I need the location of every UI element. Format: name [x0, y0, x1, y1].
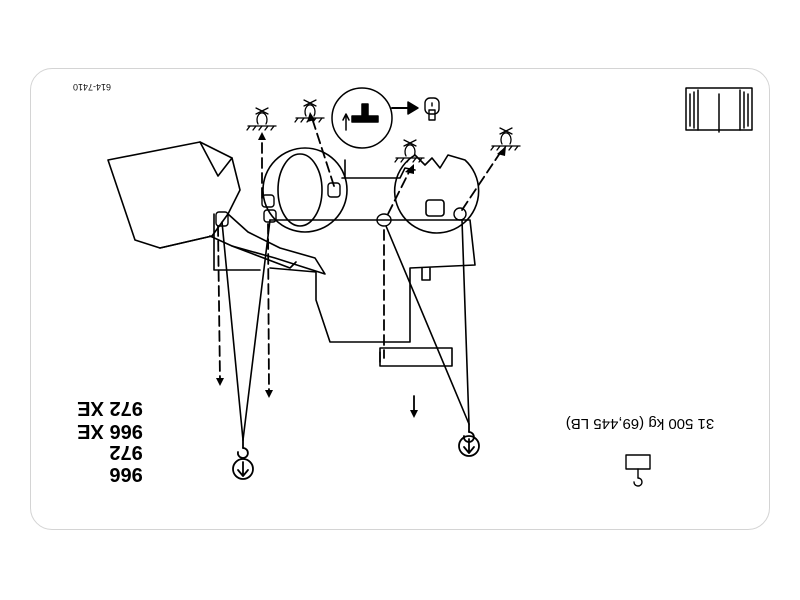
- machine-weight-label: 31 500 kg (69,445 LB): [566, 415, 714, 432]
- tie-down-point-icon: [246, 107, 277, 131]
- sling-line: [385, 225, 470, 425]
- tie-down-line: [387, 169, 411, 215]
- arrow-head: [216, 378, 224, 386]
- arrow-head: [410, 410, 418, 418]
- arrow-head: [265, 390, 273, 398]
- sling-line: [242, 219, 271, 441]
- front-wheel: [262, 147, 348, 233]
- lock-icon: [424, 97, 440, 121]
- sling-hook-icon: [232, 439, 254, 480]
- model-name: 966 XE: [77, 420, 143, 442]
- tie-down-line: [217, 225, 221, 381]
- sling-line: [461, 219, 470, 425]
- lift-point: [453, 207, 467, 221]
- tie-down-point-icons: [246, 99, 521, 163]
- decal-card: [30, 68, 770, 530]
- tie-down-line: [311, 117, 335, 187]
- load-weight-icon: [625, 454, 651, 487]
- part-number: 614-7410: [73, 82, 111, 92]
- arrow-head: [405, 164, 414, 174]
- bucket: [107, 141, 241, 249]
- arrow-head: [258, 132, 266, 140]
- tie-down-line: [461, 149, 503, 211]
- articulation-lock-callout: [331, 87, 419, 149]
- lift-point: [327, 182, 341, 198]
- model-name: 966: [109, 463, 142, 485]
- sling-line: [221, 221, 244, 441]
- sling-hook-icon: [458, 423, 480, 457]
- tie-down-point-icon: [294, 99, 325, 123]
- tie-down-point-icon: [490, 127, 521, 151]
- lift-point: [261, 194, 275, 208]
- operator-manual-icon: [685, 87, 753, 133]
- rear-wheel: [393, 154, 480, 234]
- sling-lines: [221, 219, 470, 441]
- tie-down-point-icon: [394, 139, 425, 163]
- machine-frame: [269, 219, 476, 343]
- model-name: 972 XE: [77, 397, 143, 419]
- wheel-loader-outline: [107, 141, 480, 367]
- model-name: 972: [109, 441, 142, 463]
- tie-down-line: [267, 223, 270, 393]
- lift-point: [376, 213, 392, 227]
- model-list: 972 XE 966 XE 972 966: [77, 397, 143, 485]
- tie-down-arrows: [217, 117, 503, 413]
